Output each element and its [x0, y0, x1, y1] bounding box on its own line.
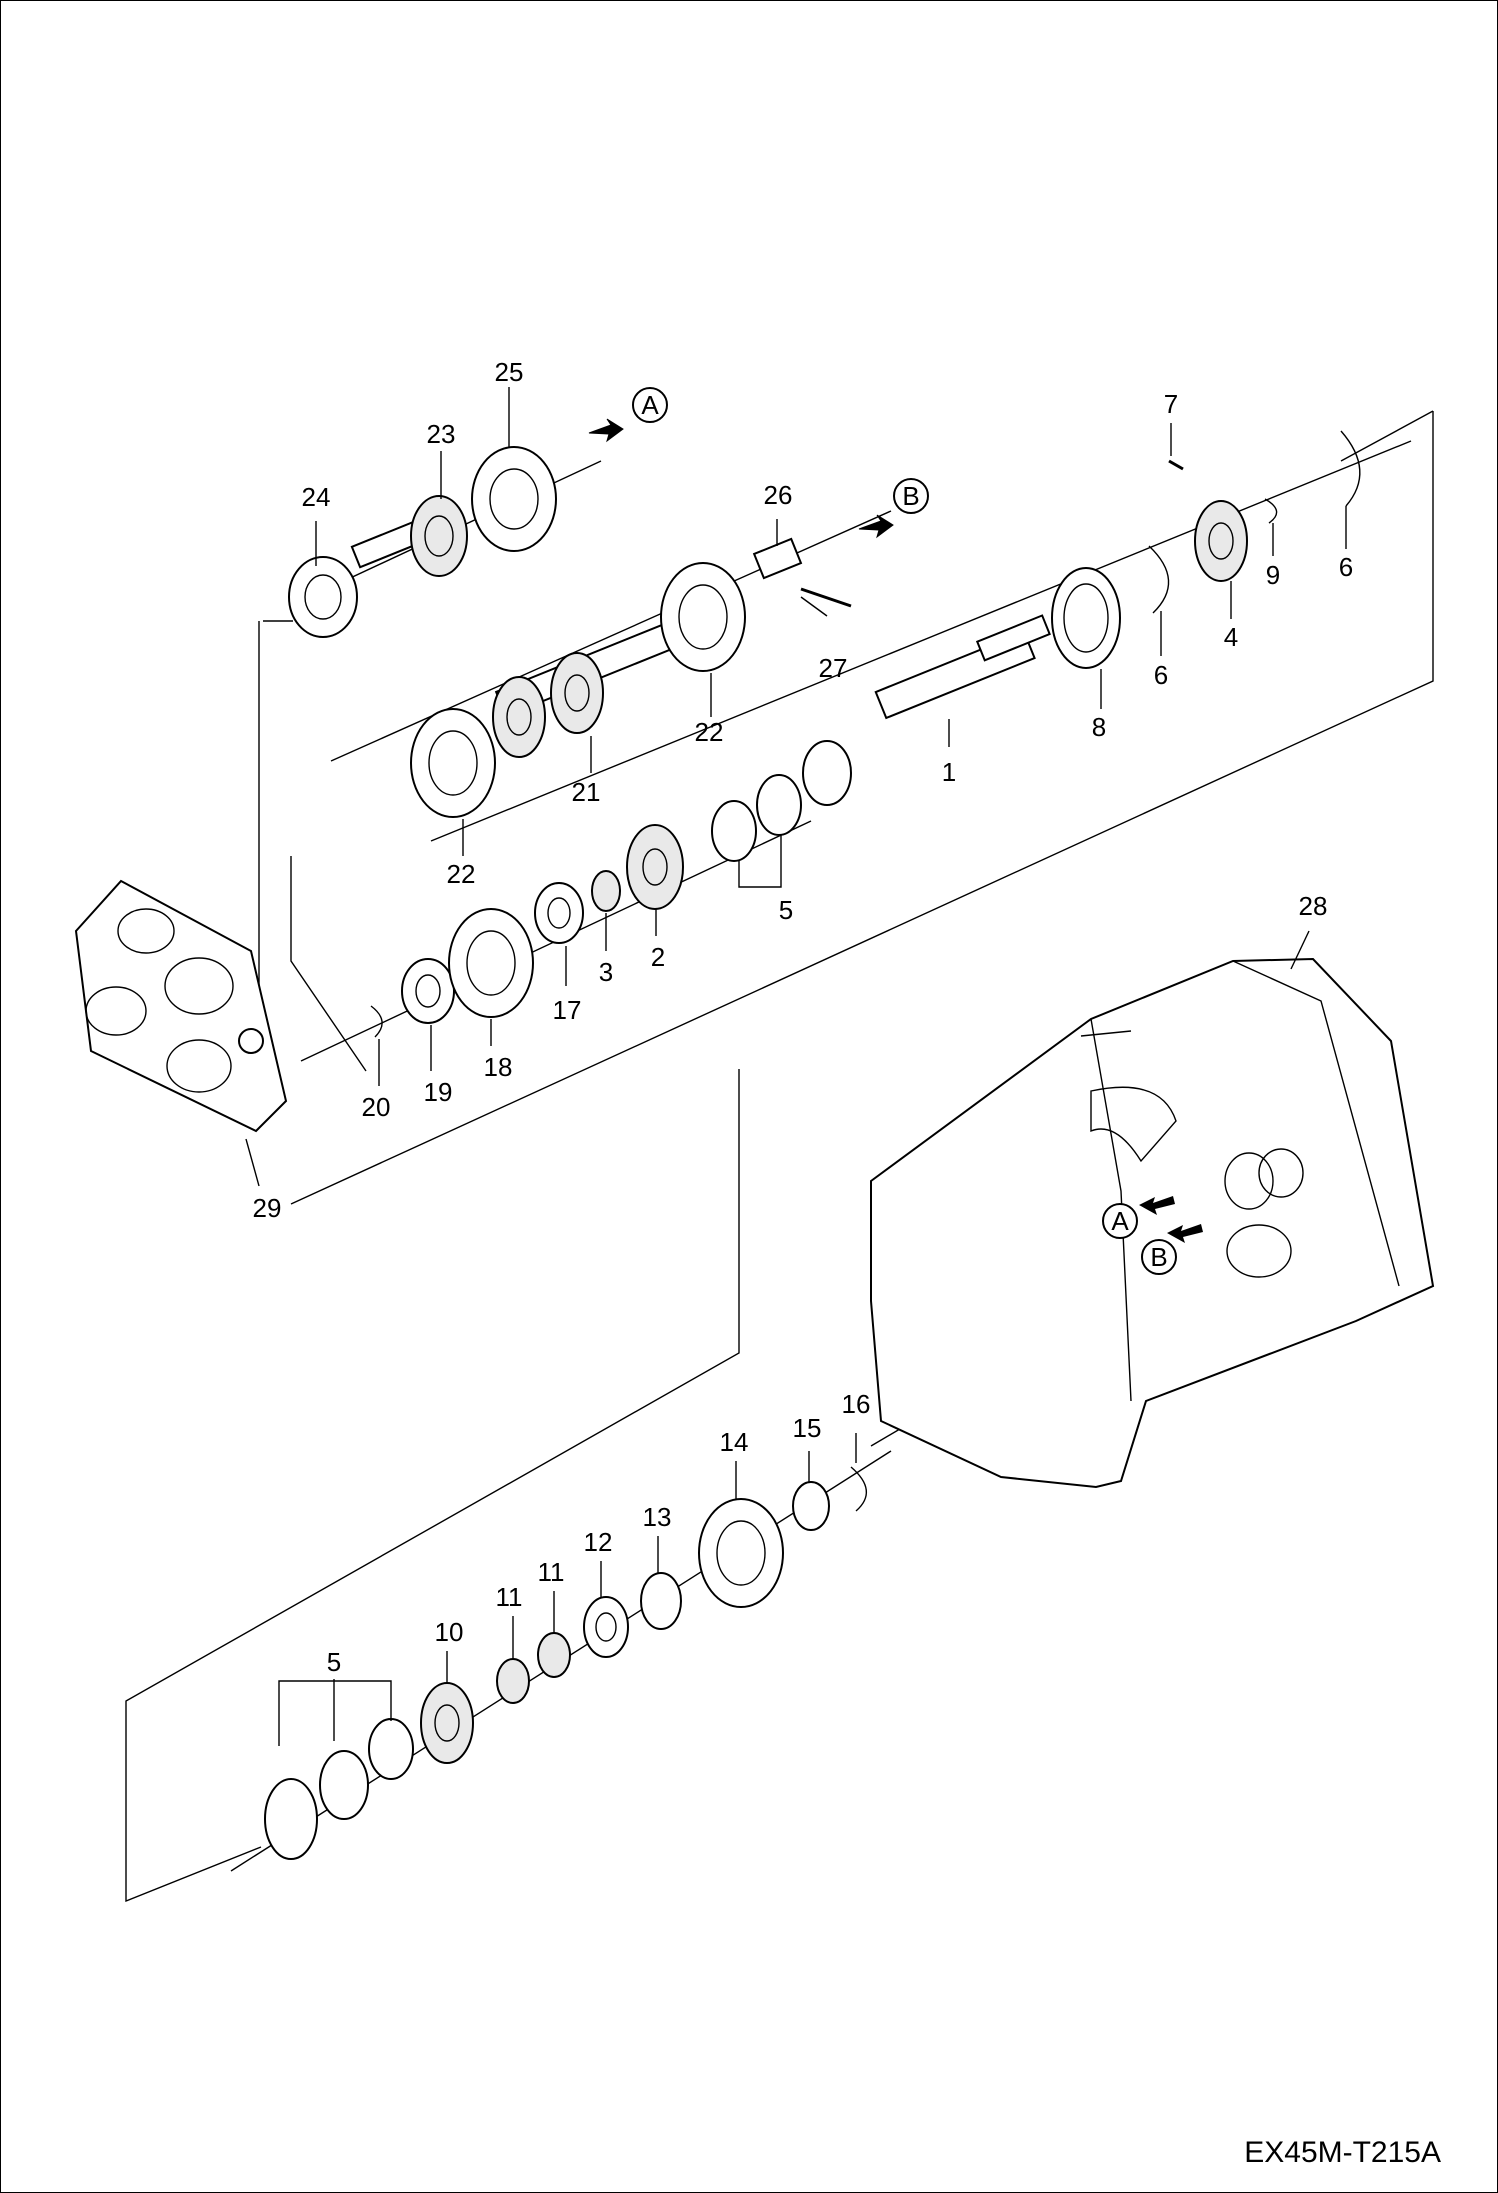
sync-ring-part-5-lower-c [368, 1718, 414, 1780]
arrow-to-b-housing [1167, 1224, 1203, 1243]
callout-25: 25 [495, 357, 524, 387]
washer-part-17 [534, 882, 584, 944]
arrow-to-a-housing [1139, 1196, 1175, 1215]
callout-24: 24 [302, 482, 331, 512]
lower-shaft-assembly [264, 1466, 867, 1860]
callout-29: 29 [253, 1193, 282, 1223]
shim-part-6-right [1340, 430, 1361, 507]
synchronizer-part-8 [1051, 567, 1121, 669]
shim-part-6-left [1148, 545, 1170, 614]
callout-15: 15 [793, 1413, 822, 1443]
input-shaft-assembly: A [288, 387, 668, 638]
callout-27: 27 [819, 653, 848, 683]
needle-bearing-part-11-b [537, 1632, 571, 1678]
sync-ring-part-5-lower-b [319, 1750, 369, 1820]
snap-ring-part-9 [1264, 498, 1278, 524]
pin-part-27 [800, 587, 852, 608]
callout-9: 9 [1266, 560, 1280, 590]
callout-2: 2 [651, 942, 665, 972]
needle-bearing-part-11-a [496, 1658, 530, 1704]
gear-part-10 [420, 1682, 474, 1764]
washer-part-12 [583, 1596, 629, 1658]
callout-23: 23 [427, 419, 456, 449]
counter-shaft-assembly: B [410, 478, 929, 818]
gear-part-21-a [492, 676, 546, 758]
callout-10: 10 [435, 1617, 464, 1647]
key-part-7 [1168, 459, 1184, 471]
gear-part-2 [626, 824, 684, 910]
callout-22-left: 22 [447, 859, 476, 889]
washer-part-15 [792, 1481, 830, 1531]
bearing-part-14 [698, 1498, 784, 1608]
arrow-to-a-top [588, 418, 624, 443]
callout-28: 28 [1299, 891, 1328, 921]
callout-6-right: 6 [1339, 552, 1353, 582]
gear-part-21-b [550, 652, 604, 734]
bearing-part-22-right [660, 562, 746, 672]
reference-a-housing [1102, 1203, 1138, 1239]
sleeve-part-26 [752, 537, 803, 580]
callout-16: 16 [842, 1389, 871, 1419]
sync-ring-part-5-a [711, 800, 757, 862]
washer-part-19 [401, 958, 455, 1024]
reference-b-top-letter: B [902, 481, 919, 511]
callout-labels: 1 2 3 4 5 6 6 7 8 9 10 11 11 12 13 14 15… [253, 357, 1354, 1677]
callout-4: 4 [1224, 622, 1238, 652]
bearing-part-24 [288, 556, 358, 638]
reference-a-top [632, 387, 668, 423]
callout-21: 21 [572, 777, 601, 807]
callout-18: 18 [484, 1052, 513, 1082]
arrow-to-b-top [858, 514, 894, 539]
callout-3: 3 [599, 957, 613, 987]
callout-19: 19 [424, 1077, 453, 1107]
callout-8: 8 [1092, 712, 1106, 742]
reference-b-housing-letter: B [1150, 1242, 1167, 1272]
sync-ring-part-5-b [756, 774, 802, 836]
callout-11-a: 11 [496, 1582, 523, 1612]
reference-a-top-letter: A [641, 390, 659, 420]
callout-17: 17 [553, 995, 582, 1025]
callout-5-upper: 5 [779, 895, 793, 925]
collar-part-13 [640, 1572, 682, 1630]
bearing-part-18 [448, 908, 534, 1018]
callout-1: 1 [942, 757, 956, 787]
callout-26: 26 [764, 480, 793, 510]
reference-b-top [893, 478, 929, 514]
main-shaft-assembly [874, 430, 1361, 720]
leader-lines [245, 387, 1347, 1741]
bearing-part-22-left [410, 708, 496, 818]
snap-ring-part-20 [370, 1005, 383, 1038]
idler-assembly [370, 740, 852, 1038]
bearing-part-25 [471, 446, 557, 552]
snap-ring-part-16 [850, 1466, 867, 1512]
cover-part-29 [74, 879, 288, 1133]
callout-20: 20 [362, 1092, 391, 1122]
callout-22-right: 22 [695, 717, 724, 747]
callout-13: 13 [643, 1502, 672, 1532]
assembly-frame-lines [125, 410, 1434, 1903]
callout-5-lower: 5 [327, 1647, 341, 1677]
callout-7: 7 [1164, 389, 1178, 419]
reference-b-housing [1141, 1239, 1177, 1275]
sync-ring-part-5-c [802, 740, 852, 806]
needle-bearing-part-3 [591, 870, 621, 912]
drawing-code: EX45M-T215A [1244, 2136, 1441, 2169]
reference-a-housing-letter: A [1111, 1206, 1129, 1236]
sync-ring-part-5-lower-a [264, 1778, 318, 1860]
callout-12: 12 [584, 1527, 613, 1557]
gear-part-23 [410, 495, 468, 577]
transmission-housing-part-28: A B [870, 957, 1435, 1489]
callout-11-b: 11 [538, 1557, 565, 1587]
callout-6-left: 6 [1154, 660, 1168, 690]
callout-14: 14 [720, 1427, 749, 1457]
gear-part-4 [1194, 500, 1248, 582]
